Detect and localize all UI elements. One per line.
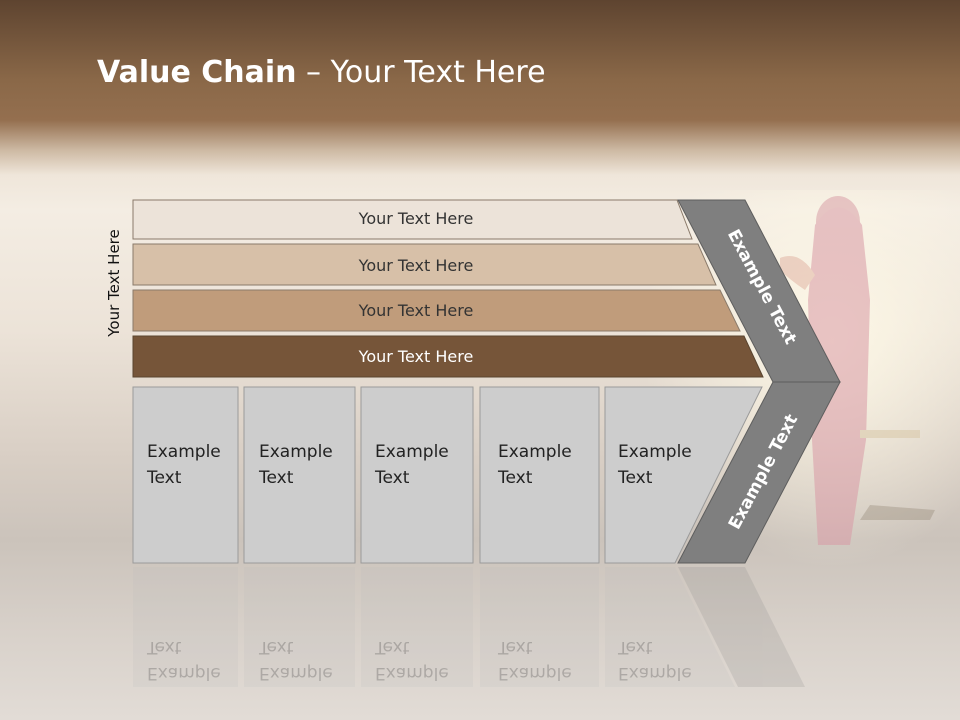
column-3-box	[360, 386, 474, 564]
band-3-label: Your Text Here	[358, 301, 474, 320]
column-5-reflection	[605, 567, 735, 687]
band-2-shape	[132, 243, 717, 286]
band-1-shape	[132, 199, 693, 240]
slide-title: Value Chain – Your Text Here	[97, 55, 546, 90]
title-rest: – Your Text Here	[296, 55, 546, 90]
title-bold: Value Chain	[97, 55, 297, 90]
chevron-lower-arm	[677, 381, 841, 564]
band-1-label: Your Text Here	[358, 209, 474, 228]
band-2-label: Your Text Here	[358, 256, 474, 275]
diagram-reflection	[133, 567, 805, 687]
column-3-reflection	[361, 567, 473, 687]
column-4-box	[479, 386, 600, 564]
column-1-box	[132, 386, 239, 564]
column-4-reflection	[480, 567, 599, 687]
band-4-shape	[132, 335, 764, 378]
column-1-reflection	[133, 567, 238, 687]
band-3-shape	[132, 289, 741, 332]
column-5-box	[604, 386, 763, 564]
chevron-reflection	[678, 567, 805, 687]
band-4-label: Your Text Here	[358, 347, 474, 366]
column-2-box	[243, 386, 356, 564]
column-2-reflection	[244, 567, 355, 687]
